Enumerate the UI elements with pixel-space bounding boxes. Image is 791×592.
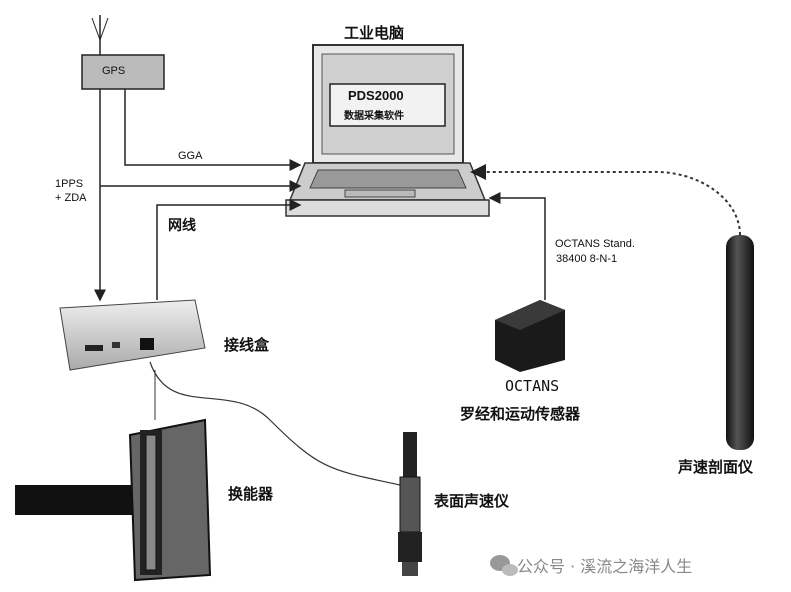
octans-link-line2: 38400 8-N-1: [556, 253, 618, 265]
laptop-icon: [285, 44, 490, 217]
octans-desc: 罗经和运动传感器: [460, 405, 581, 423]
wechat-icon: [490, 555, 518, 576]
octans-link-line1: OCTANS Stand.: [555, 238, 635, 250]
transducer-label: 换能器: [228, 485, 274, 503]
software-name: PDS2000: [348, 88, 404, 103]
software-desc: 数据采集软件: [344, 111, 404, 122]
watermark-text: 公众号 · 溪流之海洋人生: [517, 557, 693, 576]
gps-box: [81, 54, 165, 90]
network-label: 网线: [168, 218, 196, 234]
pps-label: 1PPS: [55, 178, 84, 190]
surface-sv-label: 表面声速仪: [434, 492, 510, 510]
surface-sound-velocity-icon: [398, 432, 422, 576]
octans-cube-icon: [495, 300, 565, 372]
gga-label: GGA: [178, 150, 203, 162]
computer-title: 工业电脑: [344, 24, 405, 42]
junction-box-icon: [59, 299, 206, 371]
svp-label: 声速剖面仪: [678, 458, 754, 476]
transducer-icon: [15, 418, 212, 582]
sound-velocity-profiler-icon: [726, 235, 754, 450]
junction-box-label: 接线盒: [224, 336, 270, 354]
gps-antenna-icon: [91, 15, 109, 55]
gps-label: GPS: [102, 65, 126, 77]
zda-label: + ZDA: [55, 192, 87, 204]
octans-name: OCTANS: [505, 377, 560, 395]
